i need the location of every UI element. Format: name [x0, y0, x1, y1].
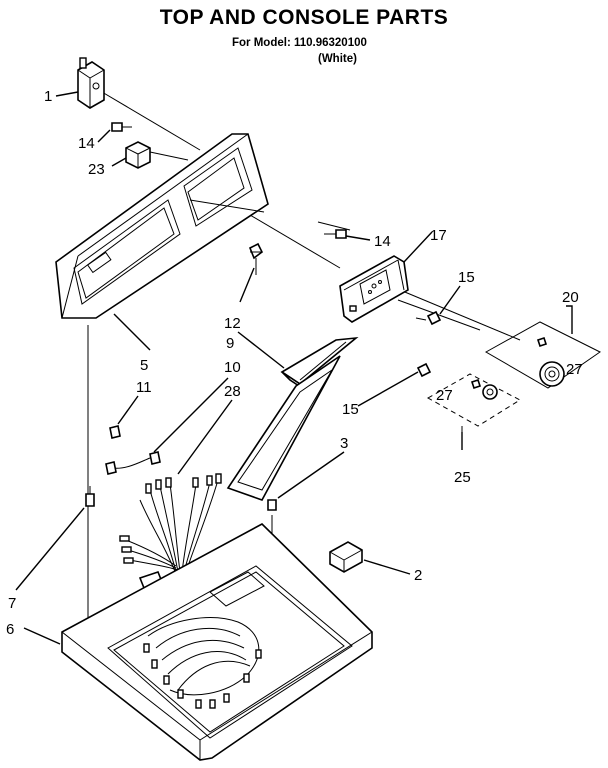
callout-10: 10 [224, 359, 241, 376]
callout-20: 20 [562, 289, 579, 306]
leader-lines [15, 91, 573, 645]
part-7-screw [85, 486, 95, 507]
callout-2: 2 [414, 567, 422, 584]
part-15-screw-lower [416, 362, 432, 378]
callout-27-right: 27 [566, 361, 583, 378]
callout-12: 12 [224, 315, 241, 332]
part-14-screw-right [324, 229, 347, 239]
callout-15-lower: 15 [342, 401, 359, 418]
part-15-screw-upper [415, 310, 442, 326]
part-11-wire-connector [109, 425, 121, 439]
callout-25: 25 [454, 469, 471, 486]
callout-27-left: 27 [436, 387, 453, 404]
part-6-top-panel [61, 523, 373, 761]
part-17-timer [339, 255, 409, 323]
callout-5: 5 [140, 357, 148, 374]
callout-14-right: 14 [374, 233, 391, 250]
part-3-screw [267, 499, 277, 511]
callout-labels: 1 14 23 14 17 15 20 27 27 12 9 10 28 5 1… [6, 88, 583, 638]
callout-11: 11 [136, 379, 152, 396]
callout-7: 7 [8, 595, 16, 612]
callout-17: 17 [430, 227, 447, 244]
part-2-block [329, 541, 363, 573]
part-28-wire-harness [119, 473, 222, 589]
part-1-door-switch [77, 57, 105, 109]
color-variant: (White) [318, 53, 357, 65]
callout-6: 6 [6, 621, 14, 638]
diagram-title: TOP AND CONSOLE PARTS [159, 6, 449, 29]
part-14-screw-left [111, 122, 132, 132]
callout-28: 28 [224, 383, 241, 400]
callout-15-upper: 15 [458, 269, 475, 286]
part-25-knob-assembly [426, 373, 522, 432]
part-23-bracket [125, 141, 151, 169]
callout-3: 3 [340, 435, 348, 452]
callout-9: 9 [226, 335, 234, 352]
callout-23: 23 [88, 161, 105, 178]
callout-14-left: 14 [78, 135, 95, 152]
part-12-clip [248, 242, 264, 260]
part-10-wire-jumper [105, 451, 161, 475]
part-9-console-panel [226, 336, 359, 501]
part-20-knob-assembly [484, 321, 601, 389]
part-5-console-housing [55, 133, 269, 319]
model-number: For Model: 110.96320100 [232, 37, 367, 49]
callout-1: 1 [44, 88, 52, 105]
